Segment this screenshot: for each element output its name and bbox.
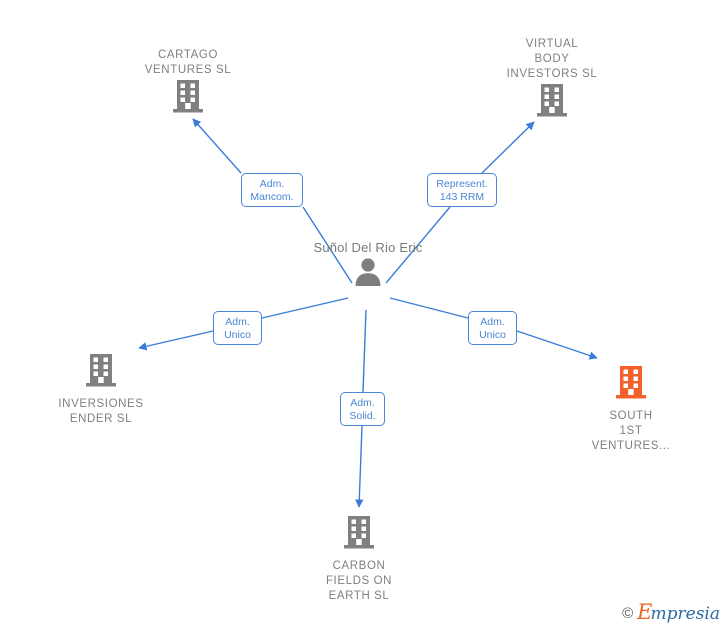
node-inversiones-ender-sl[interactable]: INVERSIONES ENDER SL [26,352,176,427]
edge-line-ender-right [261,297,349,319]
watermark: © Empresia [622,600,721,625]
node-label: INVERSIONES ENDER SL [58,398,144,425]
node-virtual-body-investors-sl[interactable]: VIRTUAL BODY INVESTORS SL [477,37,627,123]
building-icon [556,364,706,405]
node-label: SOUTH 1ST VENTURES... [591,410,671,452]
node-label: Suñol Del Rio Eric [313,240,423,255]
edge-line-virtual-lower [385,206,451,284]
building-icon [113,78,263,119]
building-icon [477,82,627,123]
node-label: VIRTUAL BODY INVESTORS SL [506,38,598,80]
edge-line-ender-left [138,330,214,351]
edge-line-south-left [389,297,469,319]
node-south-1st-ventures[interactable]: SOUTH 1ST VENTURES... [556,364,706,454]
brand-rest: mpresia [650,604,721,624]
node-label: CARTAGO VENTURES SL [144,49,232,76]
brand-initial: E [637,600,653,624]
edge-label-represent-143-rrm[interactable]: Represent. 143 RRM [427,173,497,207]
edge-label-adm-unico-right[interactable]: Adm. Unico [468,311,517,345]
edge-line-cartago-lower [302,206,353,284]
edge-line-carbon-upper [362,309,367,393]
node-cartago-ventures-sl[interactable]: CARTAGO VENTURES SL [113,48,263,119]
person-icon [293,256,443,291]
edge-label-adm-unico-left[interactable]: Adm. Unico [213,311,262,345]
edge-line-virtual-upper [481,121,535,174]
building-icon [26,352,176,393]
copyright-icon: © [622,604,634,622]
node-person-center[interactable]: Suñol Del Rio Eric [293,240,443,291]
building-icon [284,514,434,555]
edge-label-adm-mancom[interactable]: Adm. Mancom. [241,173,303,207]
edge-line-south-right [516,330,598,360]
brand-name: Empresia [637,600,721,625]
edge-line-carbon-lower [355,425,364,508]
edge-line-cartago-upper [192,118,242,174]
node-carbon-fields-on-earth-sl[interactable]: CARBON FIELDS ON EARTH SL [284,514,434,604]
node-label: CARBON FIELDS ON EARTH SL [325,560,393,602]
edge-label-adm-solid[interactable]: Adm. Solid. [340,392,385,426]
